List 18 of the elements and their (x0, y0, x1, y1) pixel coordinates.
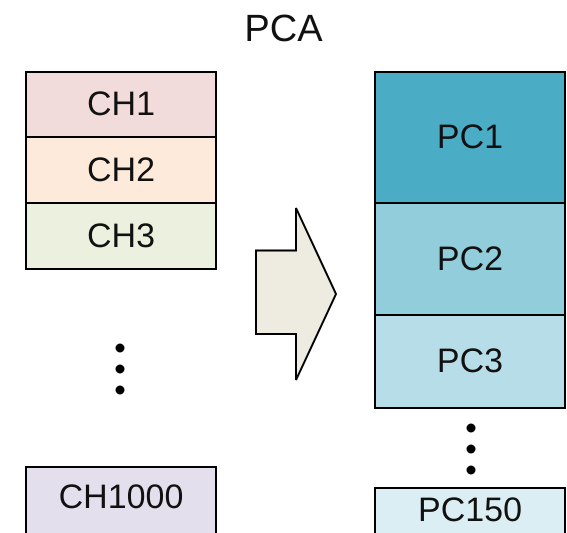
diagram-title: PCA (243, 8, 324, 51)
text-box (374, 71, 566, 204)
box-label: PC3 (436, 342, 504, 381)
text-box (374, 487, 566, 533)
text-box (374, 202, 566, 316)
text-box (374, 314, 566, 409)
box-label: PC2 (436, 240, 504, 278)
box-label: PC1 (436, 118, 504, 157)
block-arrow (255, 207, 337, 381)
box-label: PC150 (418, 491, 522, 530)
box-label: CH2 (86, 150, 156, 190)
text-box (25, 71, 217, 138)
text-box (25, 136, 217, 204)
text-box (25, 202, 217, 270)
box-label: CH1000 (58, 478, 184, 517)
box-label: CH3 (86, 216, 156, 256)
text-box (25, 466, 217, 533)
box-label: CH1 (86, 85, 156, 124)
